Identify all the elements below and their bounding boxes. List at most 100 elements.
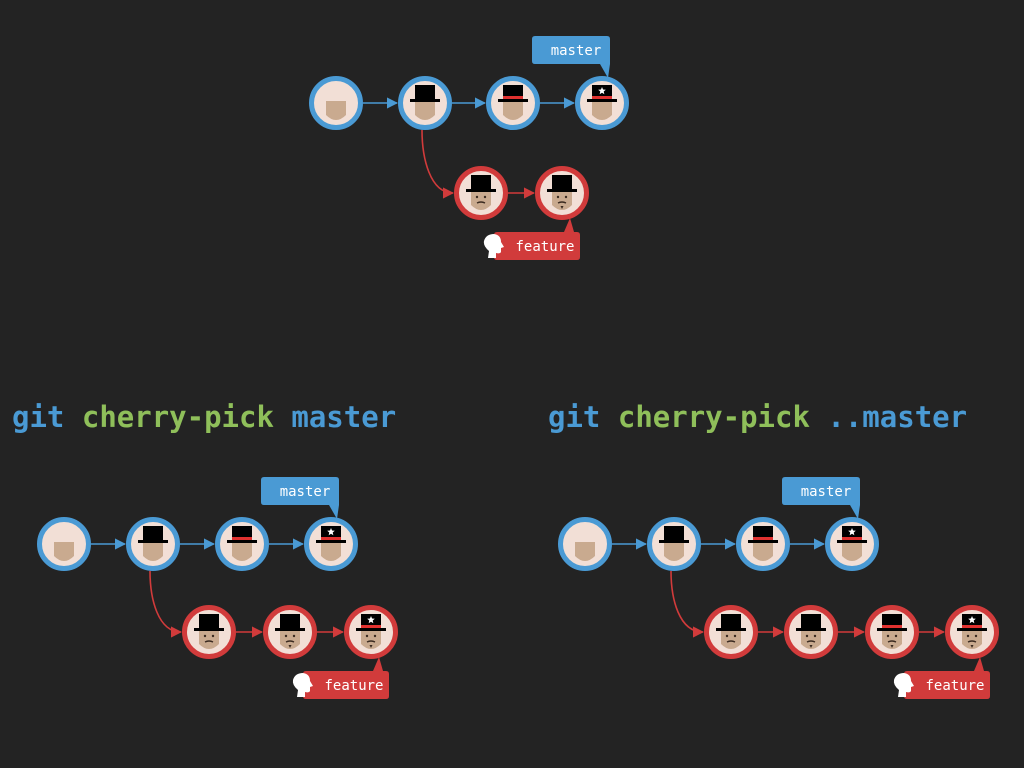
mustache — [806, 640, 816, 643]
face — [361, 630, 381, 649]
feature-branch-label: feature — [483, 218, 580, 260]
top-hat-brim — [466, 189, 496, 192]
eye — [966, 634, 970, 638]
face — [575, 542, 595, 561]
star-icon — [848, 528, 856, 536]
hat-band — [232, 537, 252, 540]
eye — [733, 634, 737, 638]
top-hat-crown — [415, 85, 435, 100]
face — [882, 630, 902, 649]
top-hat-crown — [471, 175, 491, 190]
command-subcommand: cherry-pick — [81, 400, 274, 434]
top-hat-brim — [227, 540, 257, 543]
eye — [564, 195, 568, 199]
top-hat-crown — [143, 526, 163, 541]
top-hat-brim — [410, 99, 440, 102]
top-hat-brim — [275, 628, 305, 631]
mustache — [557, 201, 567, 204]
eye — [365, 634, 369, 638]
feature-commit — [945, 605, 999, 659]
hat-band — [592, 96, 612, 99]
face — [199, 630, 219, 649]
master-label-text: master — [280, 484, 331, 500]
top-hat-brim — [138, 540, 168, 543]
label-callout — [782, 477, 860, 519]
hat-band — [503, 96, 523, 99]
feature-commit — [704, 605, 758, 659]
goatee — [288, 645, 292, 648]
top-hat-brim — [837, 540, 867, 543]
feature-commit — [865, 605, 919, 659]
master-label-text: master — [551, 43, 602, 59]
label-callout — [904, 657, 990, 699]
command-keyword: git — [548, 400, 601, 434]
star-icon — [367, 616, 375, 624]
top-hat-brim — [356, 628, 386, 631]
face — [415, 101, 435, 120]
feature-label-text: feature — [324, 678, 383, 694]
feature-label-text: feature — [515, 239, 574, 255]
hat-band — [321, 537, 341, 540]
feature-commit — [263, 605, 317, 659]
eye — [292, 634, 296, 638]
face — [321, 542, 341, 561]
commit-graph-bottom-left: master feature — [37, 477, 398, 699]
master-commit — [398, 76, 452, 130]
feature-branch-label: feature — [292, 657, 389, 699]
star-icon — [598, 87, 606, 95]
top-hat-brim — [748, 540, 778, 543]
face — [503, 101, 523, 120]
top-hat-brim — [957, 628, 987, 631]
master-label-text: master — [801, 484, 852, 500]
top-hat-brim — [498, 99, 528, 102]
branch-arrow — [149, 570, 183, 638]
feature-branch-label: feature — [893, 657, 990, 699]
master-commit — [825, 517, 879, 571]
eye — [203, 634, 207, 638]
feature-commit — [344, 605, 398, 659]
mustache — [366, 640, 376, 643]
eye — [886, 634, 890, 638]
top-hat-crown — [552, 175, 572, 190]
command-cherry-pick-master: git cherry-pick master — [12, 400, 396, 434]
command-subcommand: cherry-pick — [617, 400, 810, 434]
hat-band — [882, 625, 902, 628]
mustache — [476, 201, 486, 204]
eye — [974, 634, 978, 638]
face — [143, 542, 163, 561]
top-hat-brim — [316, 540, 346, 543]
top-hat-crown — [280, 614, 300, 629]
star-icon — [327, 528, 335, 536]
master-branch-label: master — [782, 477, 860, 519]
command-argument: master — [291, 400, 397, 434]
face — [664, 542, 684, 561]
goatee — [369, 645, 373, 648]
face — [842, 542, 862, 561]
label-callout — [494, 218, 580, 260]
mustache — [967, 640, 977, 643]
face — [962, 630, 982, 649]
person-head-icon — [292, 673, 313, 697]
branch-arrow — [670, 570, 705, 638]
mustache — [887, 640, 897, 643]
goatee — [890, 645, 894, 648]
goatee — [970, 645, 974, 648]
face — [801, 630, 821, 649]
feature-commit — [784, 605, 838, 659]
goatee — [560, 206, 564, 209]
eye — [725, 634, 729, 638]
eye — [556, 195, 560, 199]
top-hat-brim — [877, 628, 907, 631]
master-commit — [126, 517, 180, 571]
feature-commit — [182, 605, 236, 659]
master-branch-label: master — [532, 36, 610, 78]
label-callout — [532, 36, 610, 78]
person-head-icon — [893, 673, 914, 697]
star-icon — [968, 616, 976, 624]
master-commit — [304, 517, 358, 571]
command-argument: ..master — [827, 400, 968, 434]
eye — [894, 634, 898, 638]
top-hat-brim — [796, 628, 826, 631]
master-commit — [558, 517, 612, 571]
